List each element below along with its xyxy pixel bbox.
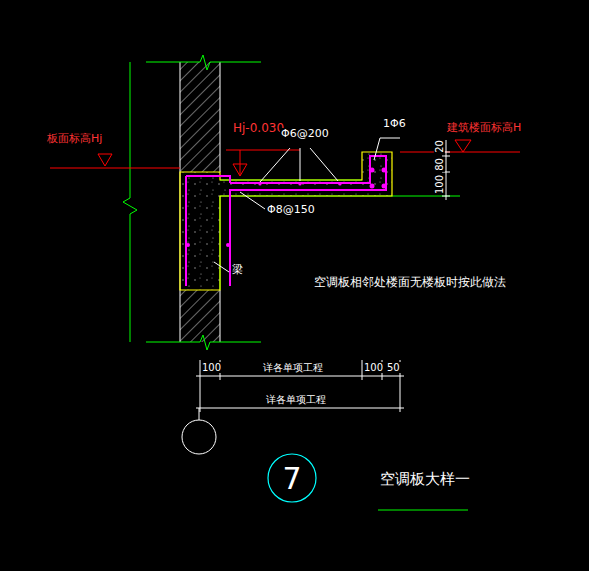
level-symbol: [455, 140, 471, 152]
annotation-text: 1Φ6: [382, 118, 407, 130]
annotation-text: 详各单项工程: [265, 394, 327, 405]
annotation-text: 建筑楼面标高H: [446, 122, 522, 134]
annotation-text: 100: [201, 362, 222, 373]
annotation-text: 板面标高Hj: [46, 133, 103, 145]
break-line: [123, 62, 137, 342]
annotation-text: 梁: [231, 264, 244, 276]
dimension-text: 80: [434, 157, 445, 172]
axis-bubble: [182, 420, 216, 454]
wall-line: [220, 62, 221, 172]
level-line: [50, 168, 180, 169]
wall-hatch: [180, 290, 220, 342]
dimension-text: 20: [434, 139, 445, 154]
annotation-text: 空调板相邻处楼面无楼板时按此做法: [313, 276, 507, 289]
dimension-text: 100: [434, 173, 445, 194]
detail-number-circle: 7: [267, 453, 317, 503]
leader-line: [214, 138, 400, 272]
break-line: [146, 55, 261, 70]
wall-line: [220, 290, 221, 342]
title-underline: [378, 510, 468, 511]
rebar: [230, 156, 386, 286]
break-line: [146, 335, 261, 350]
annotation-text: Hj-0.030: [232, 122, 285, 135]
annotation-text: 100: [363, 362, 384, 373]
concrete-outline: [180, 152, 392, 290]
rebar: [186, 176, 230, 183]
annotation-text: Φ6@200: [280, 128, 330, 140]
detail-number: 7: [282, 461, 301, 496]
annotation-text: 50: [386, 362, 401, 373]
annotation-text: Φ8@150: [266, 204, 316, 216]
rebar: [185, 176, 187, 286]
annotation-text: 详各单项工程: [262, 362, 324, 373]
rebar-dots: [186, 168, 387, 248]
dimension-line: [196, 360, 404, 420]
wall-hatch: [180, 62, 220, 172]
level-line: [400, 152, 520, 153]
drawing-title: 空调板大样一: [380, 470, 470, 489]
level-line: [240, 150, 241, 176]
level-symbol: [98, 154, 112, 166]
level-symbol: [233, 164, 247, 176]
